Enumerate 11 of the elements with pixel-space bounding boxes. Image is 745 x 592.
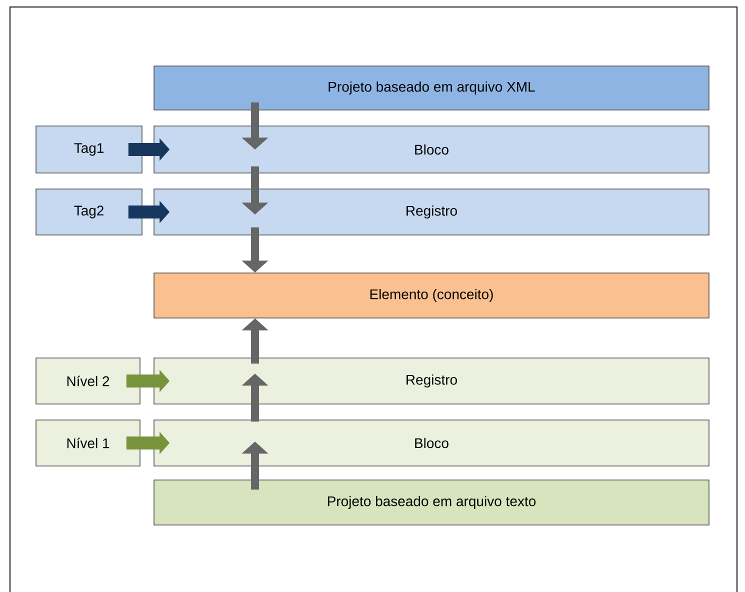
- tag-box: Tag2: [36, 188, 142, 236]
- process-box: Registro: [154, 358, 710, 404]
- process-box: Bloco: [154, 126, 710, 174]
- level-box: Nível 2: [36, 358, 140, 404]
- process-box: Registro: [154, 188, 710, 236]
- process-box: Projeto baseado em arquivo XML: [154, 66, 710, 110]
- level-box: Nível 1: [36, 420, 140, 466]
- concept-box: Elemento (conceito): [154, 272, 710, 318]
- process-box: Bloco: [154, 420, 710, 466]
- tag-box: Tag1: [36, 126, 142, 174]
- process-box: Projeto baseado em arquivo texto: [154, 480, 710, 526]
